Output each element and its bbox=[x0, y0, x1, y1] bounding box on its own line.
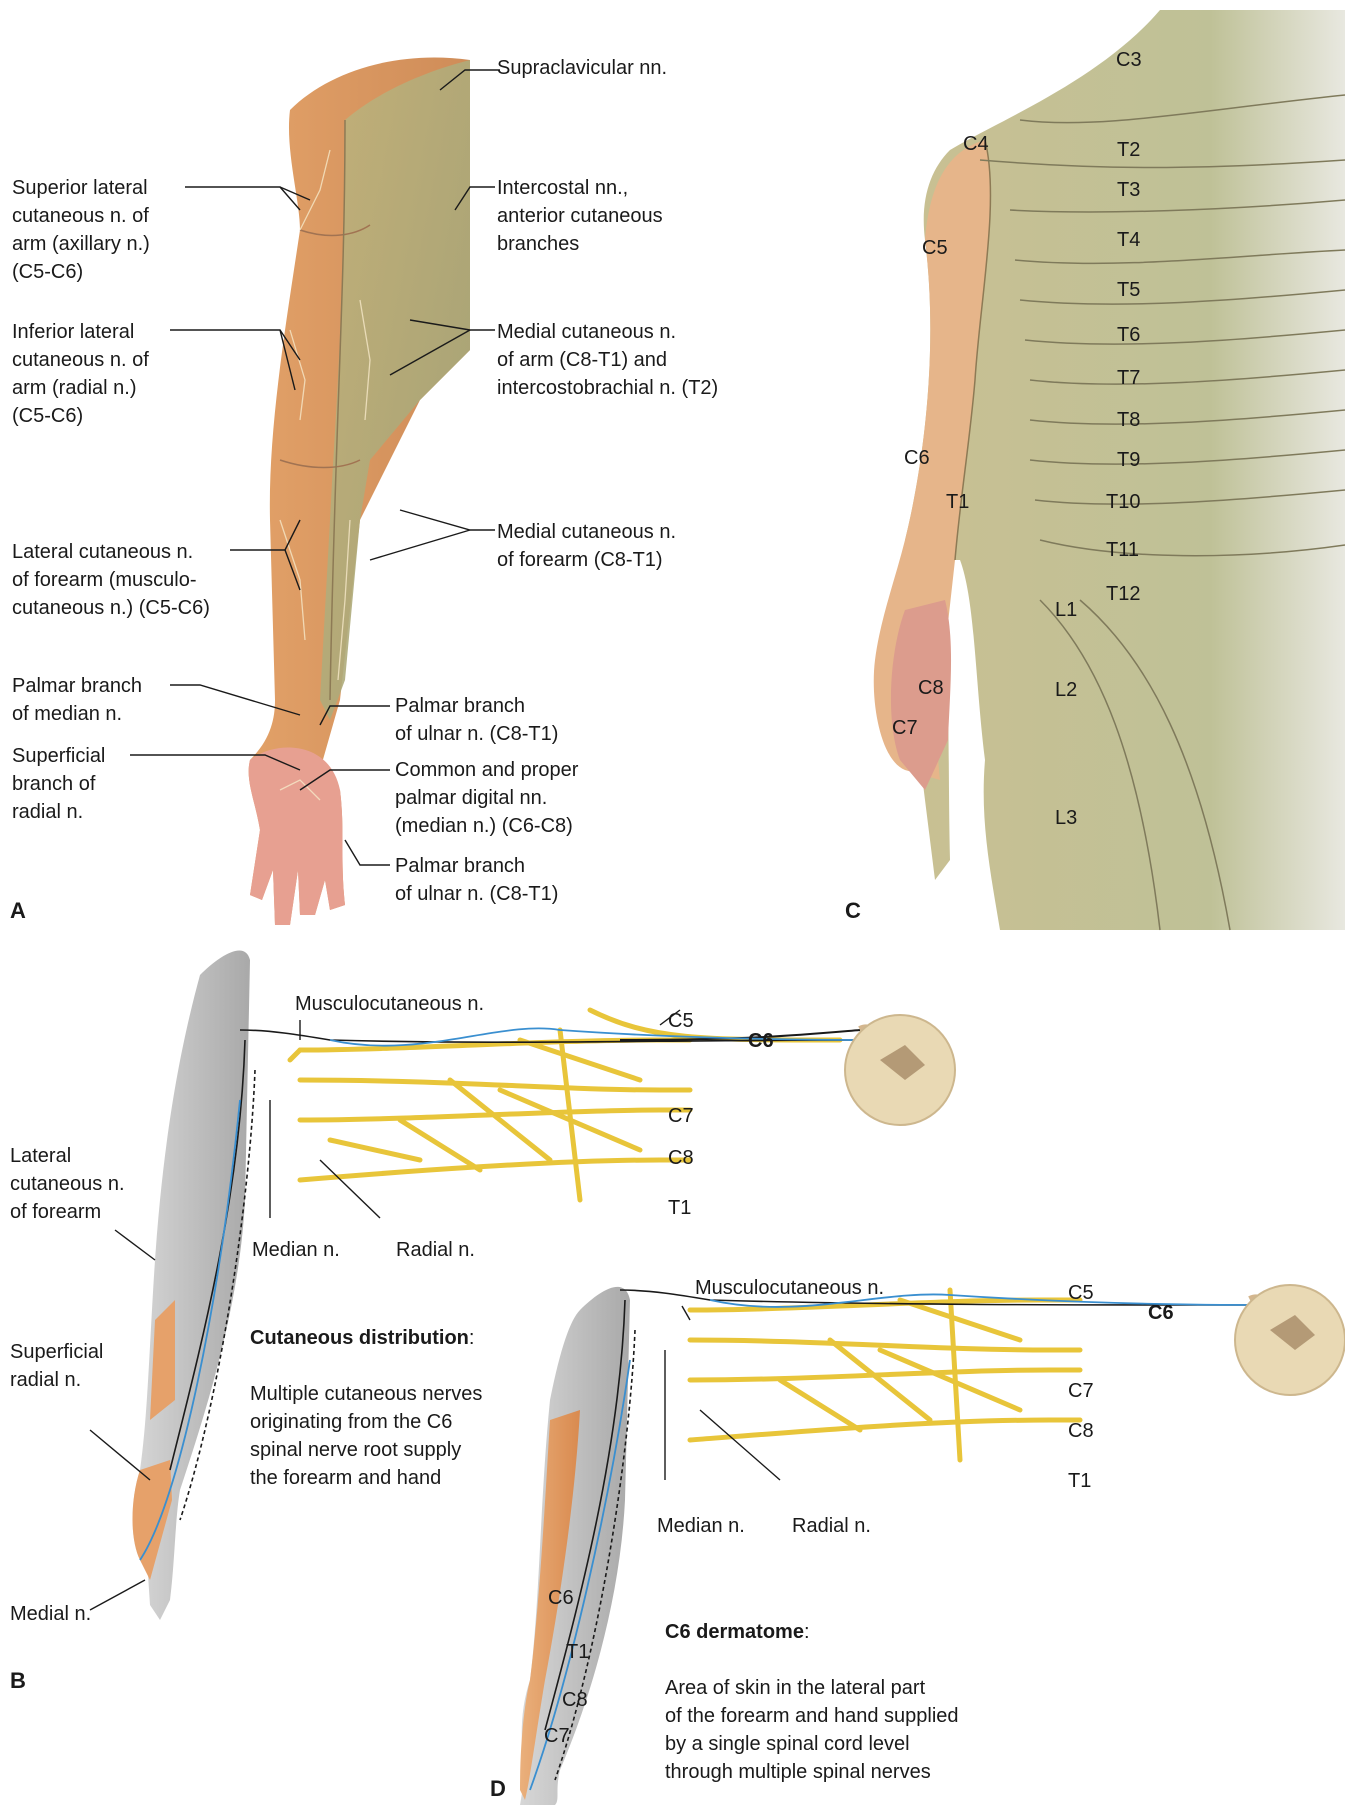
root-label-c6: C6 bbox=[1148, 1302, 1174, 1325]
label-musculocutaneous-n: Musculocutaneous n. bbox=[695, 1274, 884, 1302]
label-palmar-branch-median-n: Palmar branch of median n. bbox=[12, 672, 142, 728]
label-palmar-branch-ulnar-n-2: Palmar branch of ulnar n. (C8-T1) bbox=[395, 852, 558, 908]
dermatome-label: C3 bbox=[1116, 48, 1142, 72]
dermatome-label: C5 bbox=[922, 236, 948, 260]
label-lateral-cutaneous-n-forearm: Lateral cutaneous n. of forearm (musculo… bbox=[12, 538, 210, 622]
panel-letter-c: C bbox=[845, 898, 861, 924]
label-superior-lateral-cutaneous-n: Superior lateral cutaneous n. of arm (ax… bbox=[12, 174, 150, 286]
root-label: T1 bbox=[668, 1197, 691, 1220]
dermatome-label: C8 bbox=[562, 1688, 588, 1712]
dermatome-label: L1 bbox=[1055, 598, 1077, 622]
label-palmar-branch-ulnar-n-1: Palmar branch of ulnar n. (C8-T1) bbox=[395, 692, 558, 748]
root-label: C5 bbox=[668, 1010, 694, 1033]
dermatome-label: T7 bbox=[1117, 366, 1140, 390]
dermatome-label: C7 bbox=[544, 1724, 570, 1748]
caption-colon: : bbox=[804, 1621, 810, 1643]
label-inferior-lateral-cutaneous-n: Inferior lateral cutaneous n. of arm (ra… bbox=[12, 318, 149, 430]
caption-title: C6 dermatome bbox=[665, 1621, 804, 1643]
dermatome-label: C7 bbox=[892, 716, 918, 740]
label-palmar-digital-nn: Common and proper palmar digital nn. (me… bbox=[395, 756, 578, 840]
panel-letter-a: A bbox=[10, 898, 26, 924]
label-superficial-branch-radial-n: Superficial branch of radial n. bbox=[12, 742, 105, 826]
root-label: T1 bbox=[1068, 1470, 1091, 1493]
label-supraclavicular-nn: Supraclavicular nn. bbox=[497, 54, 667, 82]
dermatome-label: T6 bbox=[1117, 323, 1140, 347]
dermatome-label: T12 bbox=[1106, 582, 1140, 606]
root-label: C5 bbox=[1068, 1282, 1094, 1305]
label-intercostal-nn: Intercostal nn., anterior cutaneous bran… bbox=[497, 174, 663, 258]
dermatome-label: C8 bbox=[918, 676, 944, 700]
root-label-c6: C6 bbox=[748, 1030, 774, 1053]
dermatome-label: T2 bbox=[1117, 138, 1140, 162]
root-label: C8 bbox=[1068, 1420, 1094, 1443]
label-radial-n: Radial n. bbox=[792, 1512, 871, 1540]
dermatome-label: C6 bbox=[548, 1586, 574, 1610]
label-medial-cutaneous-n-arm: Medial cutaneous n. of arm (C8-T1) and i… bbox=[497, 318, 718, 402]
caption-cutaneous-distribution: Cutaneous distribution: Multiple cutaneo… bbox=[250, 1296, 482, 1492]
dermatome-label: T10 bbox=[1106, 490, 1140, 514]
dermatome-label: T9 bbox=[1117, 448, 1140, 472]
label-superficial-radial-n: Superficial radial n. bbox=[10, 1338, 103, 1394]
dermatome-label: T4 bbox=[1117, 228, 1140, 252]
caption-title: Cutaneous distribution bbox=[250, 1327, 469, 1349]
dermatome-label: L2 bbox=[1055, 678, 1077, 702]
caption-colon: : bbox=[469, 1327, 475, 1349]
dermatome-label: C4 bbox=[963, 132, 989, 156]
root-label: C7 bbox=[668, 1105, 694, 1128]
label-radial-n: Radial n. bbox=[396, 1236, 475, 1264]
root-label: C8 bbox=[668, 1147, 694, 1170]
dermatome-label: T1 bbox=[946, 490, 969, 514]
caption-body: Multiple cutaneous nerves originating fr… bbox=[250, 1383, 482, 1489]
dermatome-label: T8 bbox=[1117, 408, 1140, 432]
dermatome-label: C6 bbox=[904, 446, 930, 470]
dermatome-label: T3 bbox=[1117, 178, 1140, 202]
root-label: C7 bbox=[1068, 1380, 1094, 1403]
label-medial-cutaneous-n-forearm: Medial cutaneous n. of forearm (C8-T1) bbox=[497, 518, 676, 574]
panel-letter-d: D bbox=[490, 1776, 506, 1802]
label-median-n: Median n. bbox=[657, 1512, 745, 1540]
label-musculocutaneous-n: Musculocutaneous n. bbox=[295, 990, 484, 1018]
dermatome-label: T5 bbox=[1117, 278, 1140, 302]
caption-body: Area of skin in the lateral part of the … bbox=[665, 1677, 959, 1783]
label-lateral-cutaneous-n-of-forearm: Lateral cutaneous n. of forearm bbox=[10, 1142, 125, 1226]
panel-c-torso bbox=[874, 10, 1345, 930]
label-median-n: Median n. bbox=[252, 1236, 340, 1264]
dermatome-label: T11 bbox=[1106, 538, 1139, 562]
panel-letter-b: B bbox=[10, 1668, 26, 1694]
dermatome-label: L3 bbox=[1055, 806, 1077, 830]
label-medial-n: Medial n. bbox=[10, 1600, 91, 1628]
dermatome-label: T1 bbox=[566, 1640, 589, 1664]
caption-c6-dermatome: C6 dermatome: Area of skin in the latera… bbox=[665, 1590, 959, 1786]
